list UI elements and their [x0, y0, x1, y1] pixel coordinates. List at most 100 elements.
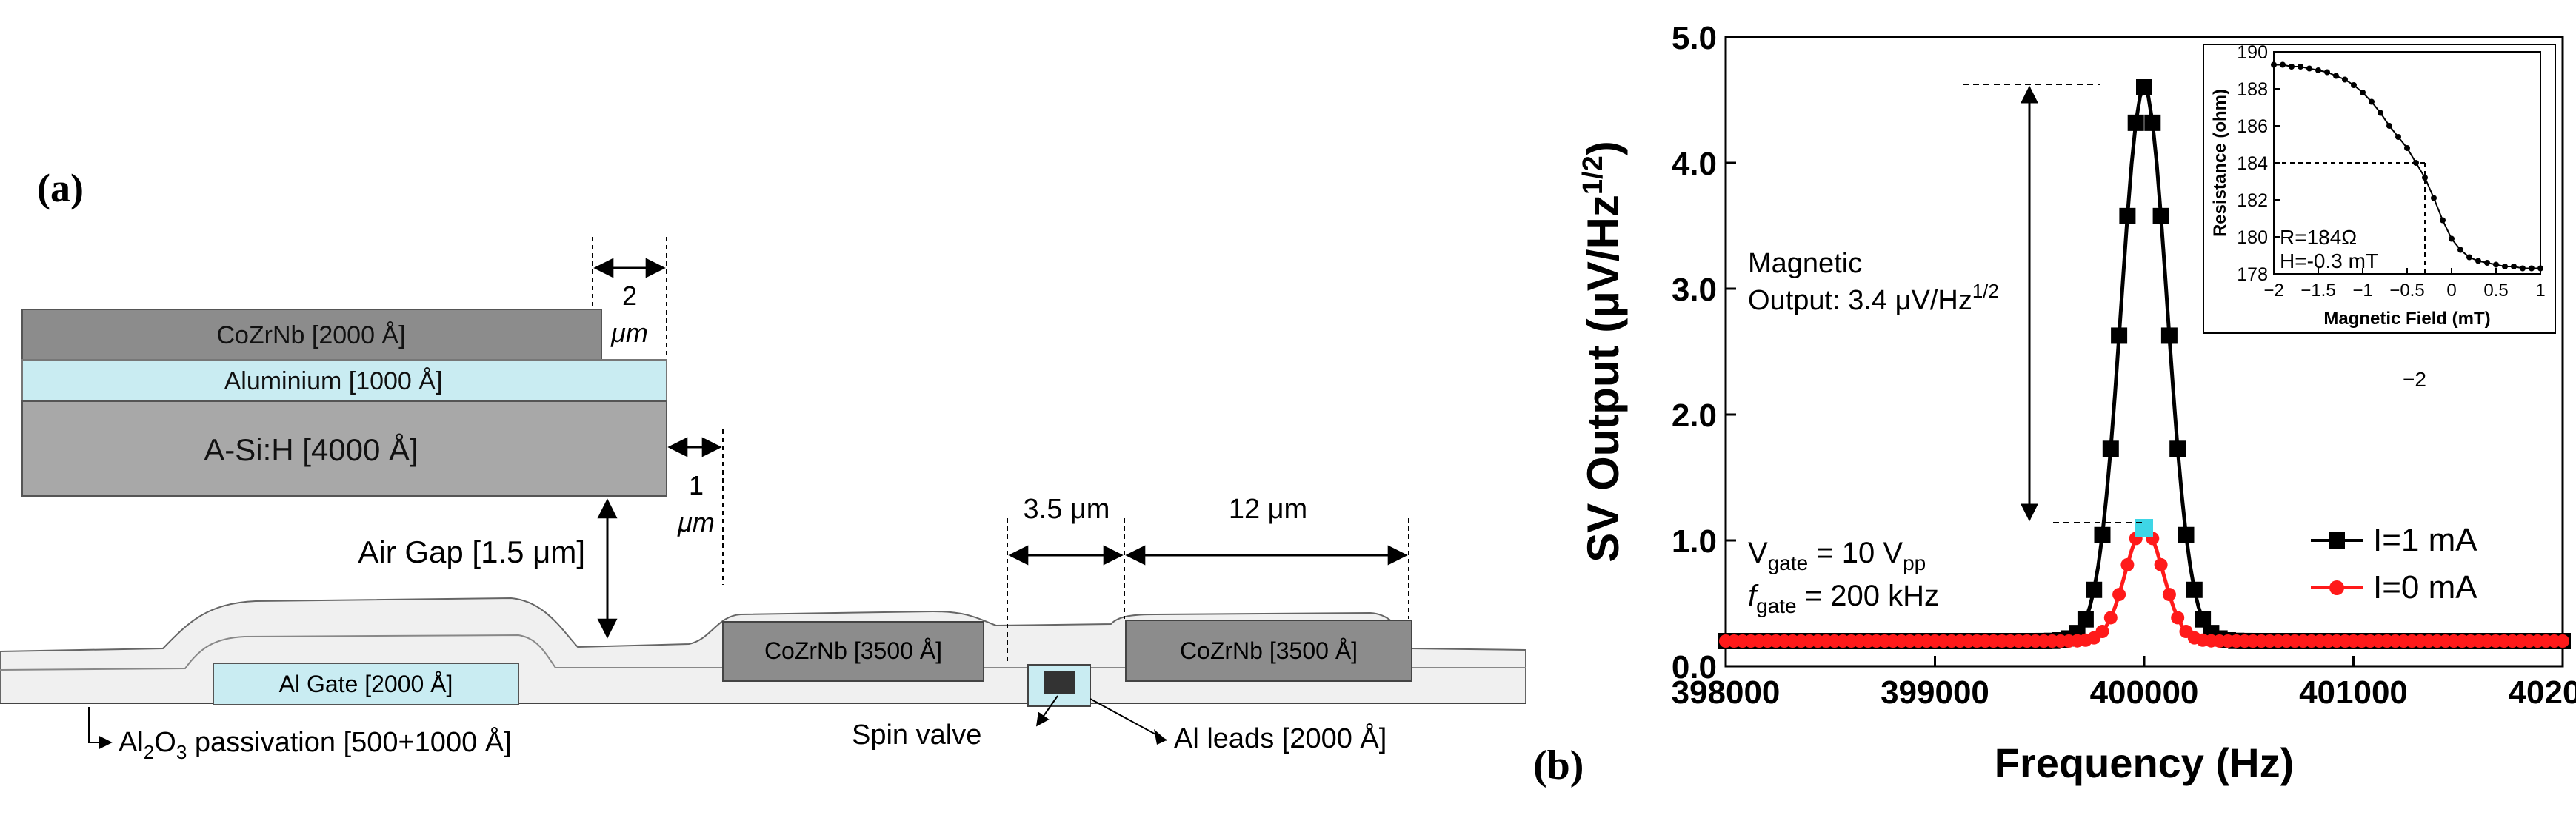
spin-valve: [1044, 671, 1075, 694]
inset-x-axis-label: Magnetic Field (mT): [2323, 309, 2490, 329]
inset-y-tick-label: 180: [2237, 227, 2268, 248]
inset-y-tick-label: 190: [2237, 42, 2268, 63]
inset-data-point: [2529, 265, 2535, 272]
inset-data-point: [2466, 254, 2472, 261]
inset-data-point: [2404, 145, 2410, 151]
inset-data-point: [2289, 64, 2295, 70]
gap-value: 1: [689, 470, 704, 500]
inset-data-point: [2271, 61, 2277, 68]
inset-annotation-h: H=-0.3 mT: [2280, 249, 2378, 272]
inset-data-point: [2351, 82, 2357, 88]
x-tick-label: 402000: [2509, 674, 2576, 711]
x-tick-label: 401000: [2299, 674, 2408, 711]
inset-annotation-r: R=184Ω: [2280, 226, 2357, 249]
al-gate: [213, 663, 519, 705]
inset-data-point: [2493, 261, 2499, 268]
x-tick-label: 398000: [1672, 674, 1781, 711]
panel-b-label: (b): [1533, 742, 1584, 788]
inset-data-point: [2422, 175, 2428, 181]
cozrnb-left: [722, 621, 984, 682]
dim-3-5-label: 3.5 μm: [1024, 494, 1110, 525]
inset-x-tick-label: −2: [2263, 281, 2283, 301]
inset-y-tick-label: 188: [2237, 79, 2268, 100]
panel-a-device-cross-section: (a) CoZrNb [2000 Å] Aluminium [1000 Å] A…: [0, 166, 1526, 763]
inset-data-point: [2378, 110, 2383, 116]
data-point-0ma: [2154, 557, 2168, 571]
spin-valve-arrow: [1035, 695, 1058, 727]
magnetic-output-line1: Magnetic: [1748, 248, 1862, 279]
al-gate-label: Al Gate [2000 Å]: [279, 671, 453, 697]
passivation-callout: Al2O3 passivation [500+1000 Å]: [119, 725, 512, 763]
cozrnb-top-layer: [21, 309, 602, 361]
data-point-1ma: [2136, 79, 2152, 95]
y-tick-label: 1.0: [1672, 523, 1717, 560]
x-tick-label: 399000: [1881, 674, 1989, 711]
inset-data-point: [2449, 235, 2455, 242]
data-point-0ma: [2120, 557, 2135, 571]
data-point-1ma: [2152, 207, 2169, 224]
asih-layer: [21, 400, 667, 497]
inset-y-axis-label: Resistance (ohm): [2210, 89, 2230, 237]
data-point-1ma: [2169, 440, 2186, 457]
magnetic-output-line2: Output: 3.4 μV/Hz1/2: [1748, 280, 1999, 316]
cozrnb-right-label: CoZrNb [3500 Å]: [1180, 637, 1358, 664]
data-point-1ma: [2127, 114, 2144, 131]
inset-y-tick-label: 182: [2237, 190, 2268, 211]
overhang-value: 2: [622, 281, 637, 311]
data-point-0ma: [2095, 625, 2109, 639]
inset-data-point: [2342, 76, 2348, 83]
main-y-axis-label: SV Output (μV/Hz1/2): [1578, 141, 1628, 562]
legend-label-0ma: I=0 mA: [2373, 569, 2477, 606]
inset-data-point: [2315, 67, 2321, 73]
al-leads-line: [1090, 698, 1167, 741]
inset-data-point: [2298, 64, 2303, 70]
main-plot-frame: [1724, 36, 2564, 668]
stray-label: −2: [2403, 368, 2426, 391]
asih-label: A-Si:H [4000 Å]: [204, 432, 418, 467]
data-point-1ma: [2077, 611, 2094, 628]
aluminium-layer: [21, 359, 667, 402]
inset-data-point: [2306, 65, 2312, 72]
inset-data-point: [2520, 265, 2526, 272]
inset-data-point: [2537, 265, 2543, 272]
inset-data-point: [2431, 195, 2437, 201]
dim-12-label: 12 μm: [1229, 494, 1307, 525]
data-point-1ma: [2094, 526, 2111, 543]
inset-x-tick-label: −0.5: [2389, 281, 2424, 301]
inset-data-point: [2324, 69, 2330, 76]
passivation-inner-line: [0, 634, 1526, 671]
inset-data-point: [2386, 123, 2392, 129]
vgate-label: Vgate = 10 Vpp: [1748, 537, 1926, 574]
air-gap-label: Air Gap [1.5 μm]: [358, 534, 585, 569]
main-series-group: [1718, 79, 2571, 649]
y-tick-label: 5.0: [1672, 20, 1717, 56]
cozrnb-left-label: CoZrNb [3500 Å]: [764, 637, 942, 664]
aluminium-label: Aluminium [1000 Å]: [224, 367, 443, 395]
inset-x-tick-label: 1: [2535, 281, 2545, 301]
peak-marker: [2135, 519, 2153, 537]
data-point-1ma: [2111, 327, 2128, 344]
inset-data-point: [2360, 90, 2366, 95]
data-point-0ma: [2103, 611, 2118, 625]
overhang-unit: μm: [610, 318, 648, 348]
al-leads-label: Al leads [2000 Å]: [1174, 722, 1387, 754]
main-x-axis-label: Frequency (Hz): [1995, 740, 2295, 786]
y-tick-label: 4.0: [1672, 146, 1717, 182]
data-point-1ma: [2186, 581, 2203, 598]
data-point-0ma: [2112, 588, 2126, 602]
inset-data-point: [2333, 73, 2339, 79]
data-point-0ma: [2162, 588, 2176, 602]
inset-data-point: [2369, 98, 2375, 105]
cozrnb-top-label: CoZrNb [2000 Å]: [216, 321, 405, 349]
inset-x-tick-label: 0: [2446, 281, 2456, 301]
legend-marker-1ma: [2329, 532, 2345, 549]
inset-data-point: [2457, 247, 2463, 253]
inset-data-point: [2395, 134, 2401, 140]
data-point-1ma: [2086, 581, 2103, 598]
legend-label-1ma: I=1 mA: [2373, 522, 2477, 558]
data-point-0ma: [2556, 634, 2569, 648]
